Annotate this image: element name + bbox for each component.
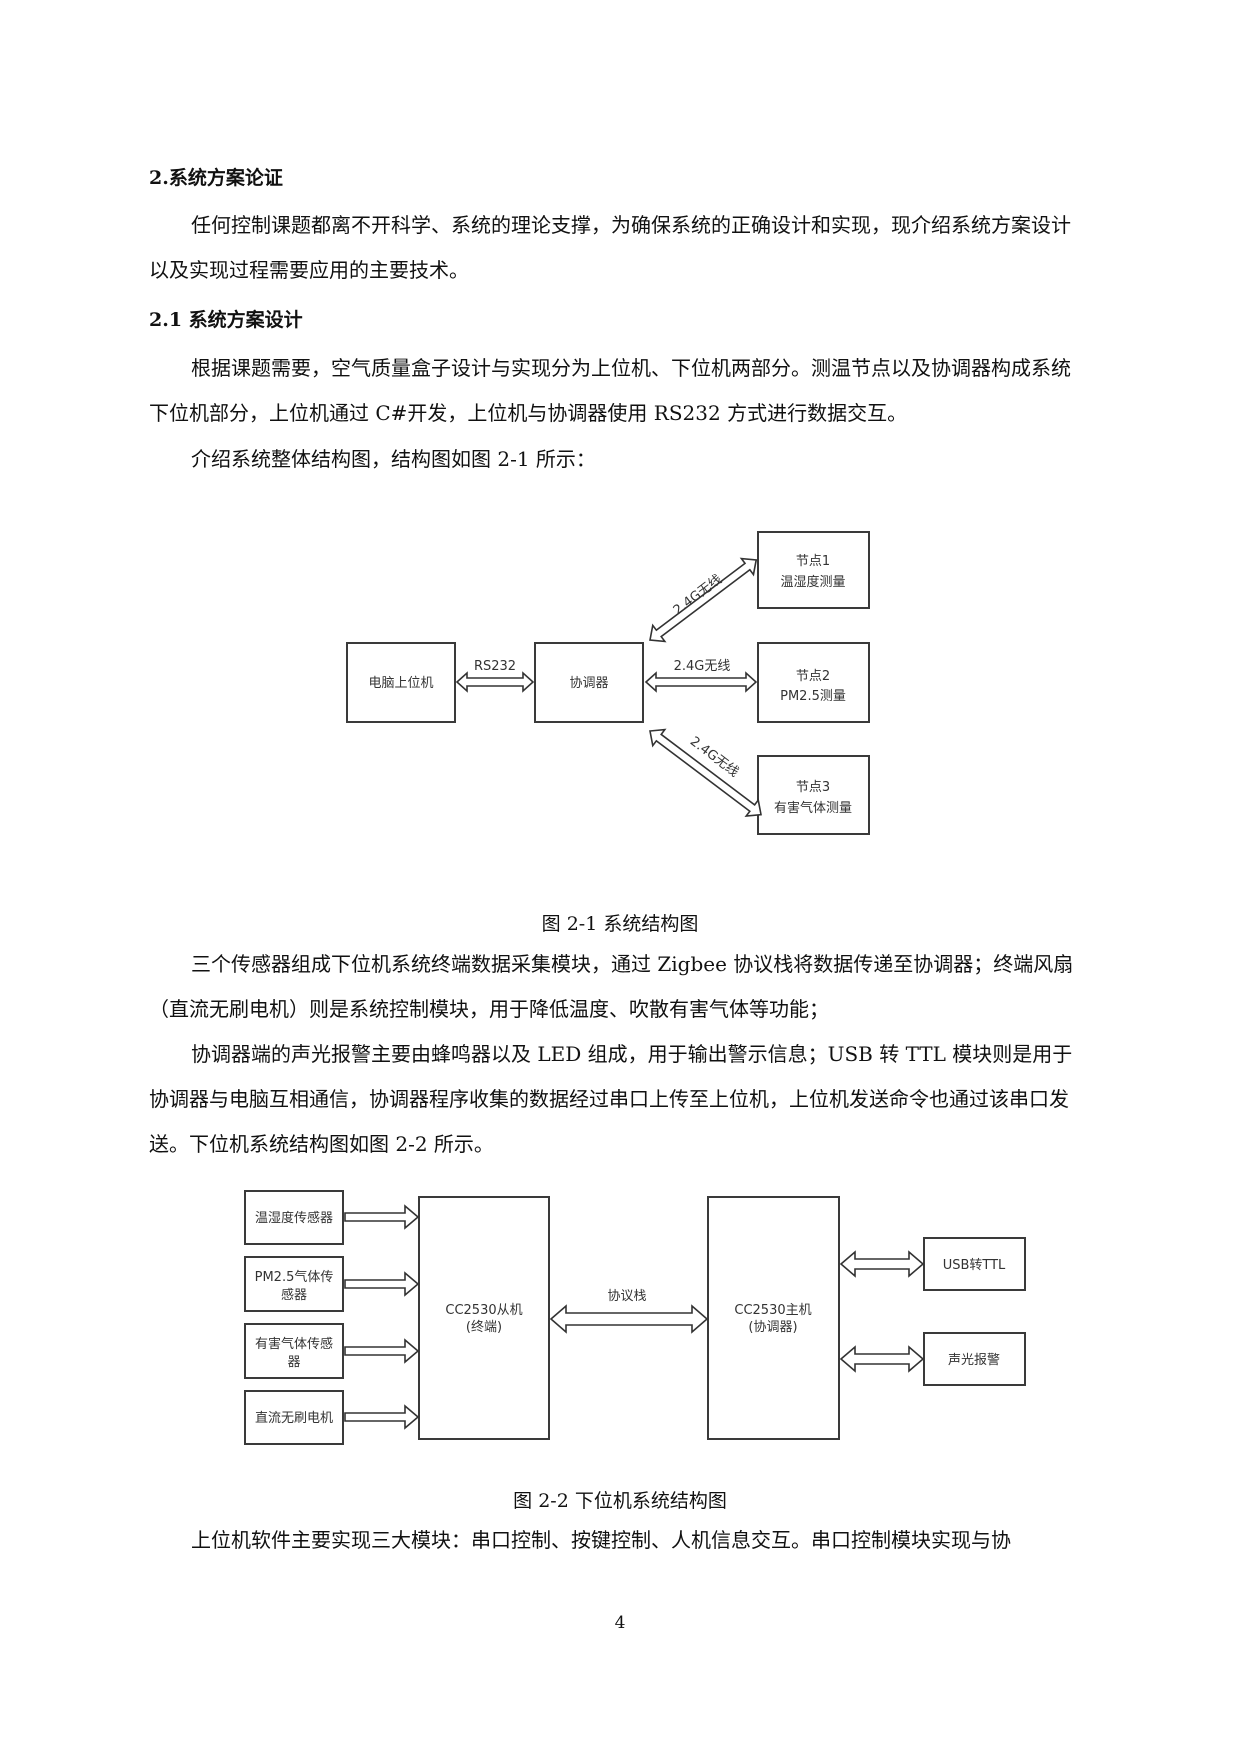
master-box <box>707 1196 840 1440</box>
node3-box <box>757 755 870 835</box>
wireless-label-node3: 2.4G无线 <box>687 734 741 780</box>
coordinator-label: 协调器 <box>569 676 608 691</box>
sensor1-label: 温湿度传感器 <box>255 1210 333 1226</box>
slave-label-line2: (终端) <box>466 1319 502 1335</box>
node3-desc: 有害气体测量 <box>774 800 852 816</box>
node2-desc: PM2.5测量 <box>780 689 846 704</box>
slave-label-line1: CC2530从机 <box>445 1303 522 1318</box>
alarm-label: 声光报警 <box>948 1352 1000 1368</box>
node2-box <box>757 642 870 723</box>
wireless-link-arrow-node3 <box>649 728 762 817</box>
subsection-heading: 2.1 系统方案设计 <box>149 309 303 331</box>
pc-label: 电脑上位机 <box>368 676 433 691</box>
sensor2-label-line1: PM2.5气体传 <box>255 1269 334 1285</box>
node1-box <box>757 531 870 609</box>
alarm-paragraph: 协调器端的声光报警主要由蜂鸣器以及 LED 组成，用于输出警示信息；USB 转 … <box>149 1042 1073 1156</box>
usb-ttl-box <box>923 1237 1026 1291</box>
design-paragraph: 根据课题需要，空气质量盒子设计与实现分为上位机、下位机两部分。测温节点以及协调器… <box>149 356 1071 425</box>
page-number: 4 <box>614 1613 626 1633</box>
motor-arrow <box>344 1404 420 1430</box>
sensors-paragraph: 三个传感器组成下位机系统终端数据采集模块，通过 Zigbee 协议栈将数据传递至… <box>149 952 1074 1021</box>
figure1-caption: 图 2-1 系统结构图 <box>541 913 699 935</box>
sensor2-arrow <box>344 1271 420 1297</box>
intro-paragraph: 任何控制课题都离不开科学、系统的理论支撑，为确保系统的正确设计和实现，现介绍系统… <box>149 213 1071 282</box>
sensor3-label-line1: 有害气体传感 <box>255 1336 333 1352</box>
temp-humidity-sensor-box <box>244 1190 344 1245</box>
wireless-label-node2: 2.4G无线 <box>674 659 731 674</box>
slave-box <box>418 1196 550 1440</box>
master-label-line2: (协调器) <box>748 1320 797 1335</box>
wireless-link-arrow-node2 <box>644 671 758 693</box>
wireless-label-node1: 2.4G无线 <box>671 572 725 618</box>
protocol-link-arrow <box>549 1304 709 1334</box>
figure2-caption: 图 2-2 下位机系统结构图 <box>513 1490 727 1512</box>
usb-ttl-link-arrow <box>839 1250 925 1278</box>
node1-title: 节点1 <box>796 554 830 569</box>
usb-ttl-label: USB转TTL <box>943 1258 1006 1273</box>
wireless-link-arrow-node1 <box>649 557 758 643</box>
coordinator-box <box>534 642 644 723</box>
software-paragraph: 上位机软件主要实现三大模块：串口控制、按键控制、人机信息交互。串口控制模块实现与… <box>191 1528 1011 1552</box>
protocol-label: 协议栈 <box>607 1289 646 1304</box>
section-heading: 2.系统方案论证 <box>149 167 283 189</box>
sensor2-label-line2: 感器 <box>281 1287 307 1303</box>
node2-title: 节点2 <box>796 669 830 684</box>
figure1-intro-paragraph: 介绍系统整体结构图，结构图如图 2-1 所示： <box>191 447 596 471</box>
pc-box <box>346 642 456 723</box>
node1-desc: 温湿度测量 <box>780 574 845 590</box>
node3-title: 节点3 <box>796 780 830 795</box>
motor-box <box>244 1390 344 1445</box>
sensor3-arrow <box>344 1338 420 1364</box>
master-label-line1: CC2530主机 <box>734 1303 811 1318</box>
sensor3-label-line2: 器 <box>287 1355 300 1370</box>
alarm-link-arrow <box>839 1345 925 1373</box>
sensor1-arrow <box>344 1204 420 1230</box>
alarm-box <box>923 1332 1026 1386</box>
pm25-sensor-box <box>244 1256 344 1312</box>
rs232-link-arrow <box>455 671 535 693</box>
harmful-gas-sensor-box <box>244 1323 344 1379</box>
motor-label: 直流无刷电机 <box>255 1411 333 1426</box>
rs232-label: RS232 <box>474 659 516 674</box>
